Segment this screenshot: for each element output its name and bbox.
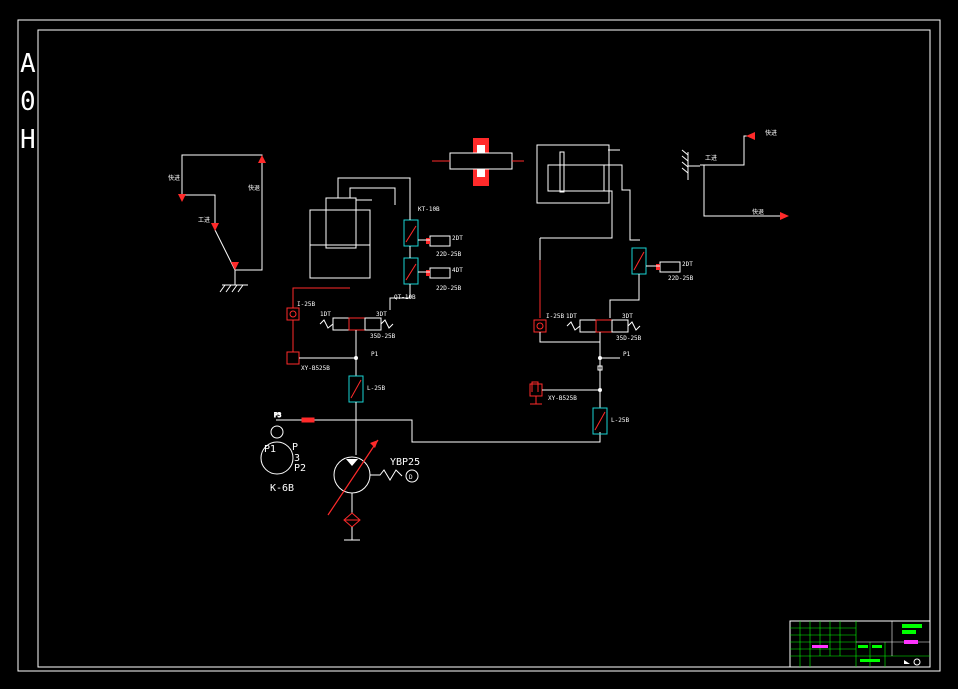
side-title-char-2: 0 (20, 87, 36, 117)
left-p1-label: P1 (371, 351, 379, 358)
left-kt-label: KT-10B (418, 206, 440, 213)
gauge-p2-label: P2 (294, 463, 306, 474)
right-throttle-valve: L-25B (592, 407, 629, 435)
right-pilot-valve: 2DT 22D-25B (609, 247, 694, 318)
left-dir-valve-model: 35D-25B (370, 333, 396, 340)
right-relief-label: XY-B525B (548, 395, 577, 402)
side-title-char-3: H (20, 125, 36, 155)
left-solenoid-top-label: 2DT (452, 235, 463, 242)
left-cycle-diagram: 快进 工进 快退 (168, 154, 266, 293)
right-check-valve: I-25B (533, 205, 613, 343)
right-dir-valve-left-label: 1DT (566, 313, 577, 320)
gauge-model-label: K-6B (270, 483, 294, 494)
side-title: A 0 H (20, 49, 36, 155)
right-cycle-label-work-feed: 工进 (705, 154, 717, 162)
gauge-p-label: P (292, 442, 298, 453)
right-cycle-label-fast-forward: 快进 (765, 129, 777, 137)
right-valve-model: 22D-25B (668, 275, 694, 282)
gauge-code-label: 3 (294, 453, 300, 464)
side-title-char-1: A (20, 49, 36, 79)
left-cycle-label-fast-forward: 快进 (168, 174, 180, 182)
left-check-valve: I-25B (286, 287, 350, 321)
pump-motor-symbol: D (409, 474, 413, 481)
right-p1-label: P1 (623, 351, 631, 358)
right-throttle-label: L-25B (611, 417, 629, 424)
left-cycle-label-work-feed: 工进 (198, 216, 210, 224)
right-cycle-label-fast-return: 快退 (752, 208, 764, 216)
left-pilot-valves: KT-10B 2DT 22D-25B 4DT 22D-25B QT-10B (389, 205, 463, 310)
drawing-frame (17, 19, 941, 672)
left-qt-label: QT-10B (394, 294, 416, 301)
right-dir-valve-model: 35D-25B (616, 335, 642, 342)
gauge-p1-label: P1 (264, 444, 276, 455)
pump-model-label: YBP25 (390, 457, 420, 468)
left-throttle-valve: L-25B (348, 330, 385, 420)
left-check-label: I-25B (297, 301, 315, 308)
left-p3-label: P3 (274, 412, 282, 419)
left-relief-label: XY-B525B (301, 365, 330, 372)
left-valve-bottom-model: 22D-25B (436, 285, 462, 292)
right-dir-valve-right-label: 3DT (622, 313, 633, 320)
left-valve-top-model: 22D-25B (436, 251, 462, 258)
right-relief-valve: XY-B525B P1 (529, 332, 631, 408)
left-throttle-label: L-25B (367, 385, 385, 392)
left-dir-valve-right-label: 3DT (376, 311, 387, 318)
variable-pump: D YBP25 (327, 439, 420, 541)
pressure-gauge-switch: P1 P 3 P2 K-6B (260, 425, 306, 494)
left-hydraulic-cylinder (309, 177, 411, 279)
right-directional-valve: 1DT 3DT 35D-25B (566, 313, 642, 342)
main-pressure-line: P3 (274, 412, 601, 455)
right-solenoid-label: 2DT (682, 261, 693, 268)
right-cycle-diagram: 工进 快进 快退 (681, 129, 789, 220)
left-dir-valve-left-label: 1DT (320, 311, 331, 318)
left-cycle-label-fast-return: 快退 (248, 184, 260, 192)
left-relief-valve: XY-B525B P1 (286, 320, 379, 372)
right-check-label: I-25B (546, 313, 564, 320)
right-hydraulic-cylinder (536, 144, 640, 241)
left-solenoid-bottom-label: 4DT (452, 267, 463, 274)
left-directional-valve: 1DT 3DT 35D-25B (319, 311, 396, 340)
title-block (789, 620, 931, 668)
center-clamp-fixture (432, 138, 524, 186)
